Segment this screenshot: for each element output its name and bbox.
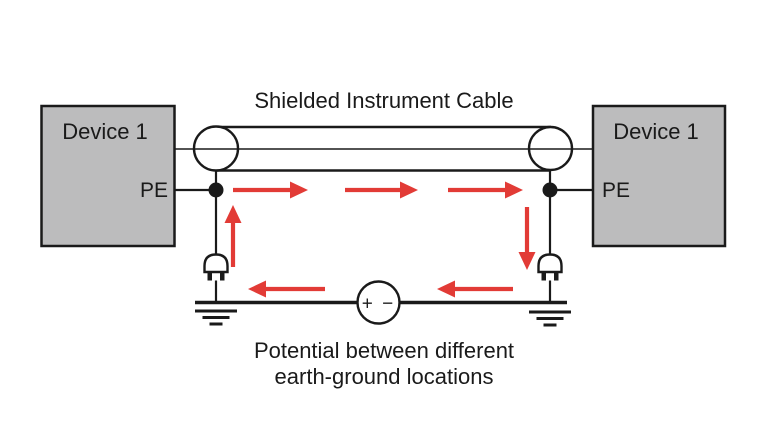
pe-label-right: PE (602, 179, 630, 202)
current-arrow-bottom-2 (437, 280, 513, 298)
device-left-box (40, 104, 176, 248)
voltage-source-polarity: + − (362, 294, 395, 315)
device-left-label: Device 1 (62, 119, 148, 144)
current-arrow-top-1 (233, 181, 308, 199)
diagram-title: Shielded Instrument Cable (254, 88, 513, 113)
current-arrow-top-3 (448, 181, 523, 199)
caption-line-2: earth-ground locations (275, 364, 494, 389)
current-arrow-top-2 (345, 181, 418, 199)
junction-dot-right (542, 182, 558, 198)
junction-dot-left (208, 182, 224, 198)
current-arrow-up-left (224, 205, 242, 267)
plug-right-icon (537, 253, 563, 302)
earth-ground-right-icon (529, 310, 571, 327)
voltage-source-icon: + − (356, 280, 401, 325)
device-right-box (591, 104, 727, 248)
earth-ground-left-icon (195, 309, 237, 326)
current-arrow-down-right (518, 207, 536, 270)
caption-line-1: Potential between different (254, 338, 514, 363)
plug-left-icon (203, 253, 229, 302)
current-arrow-bottom-1 (248, 280, 325, 298)
pe-label-left: PE (140, 179, 168, 202)
device-right-label: Device 1 (613, 119, 699, 144)
